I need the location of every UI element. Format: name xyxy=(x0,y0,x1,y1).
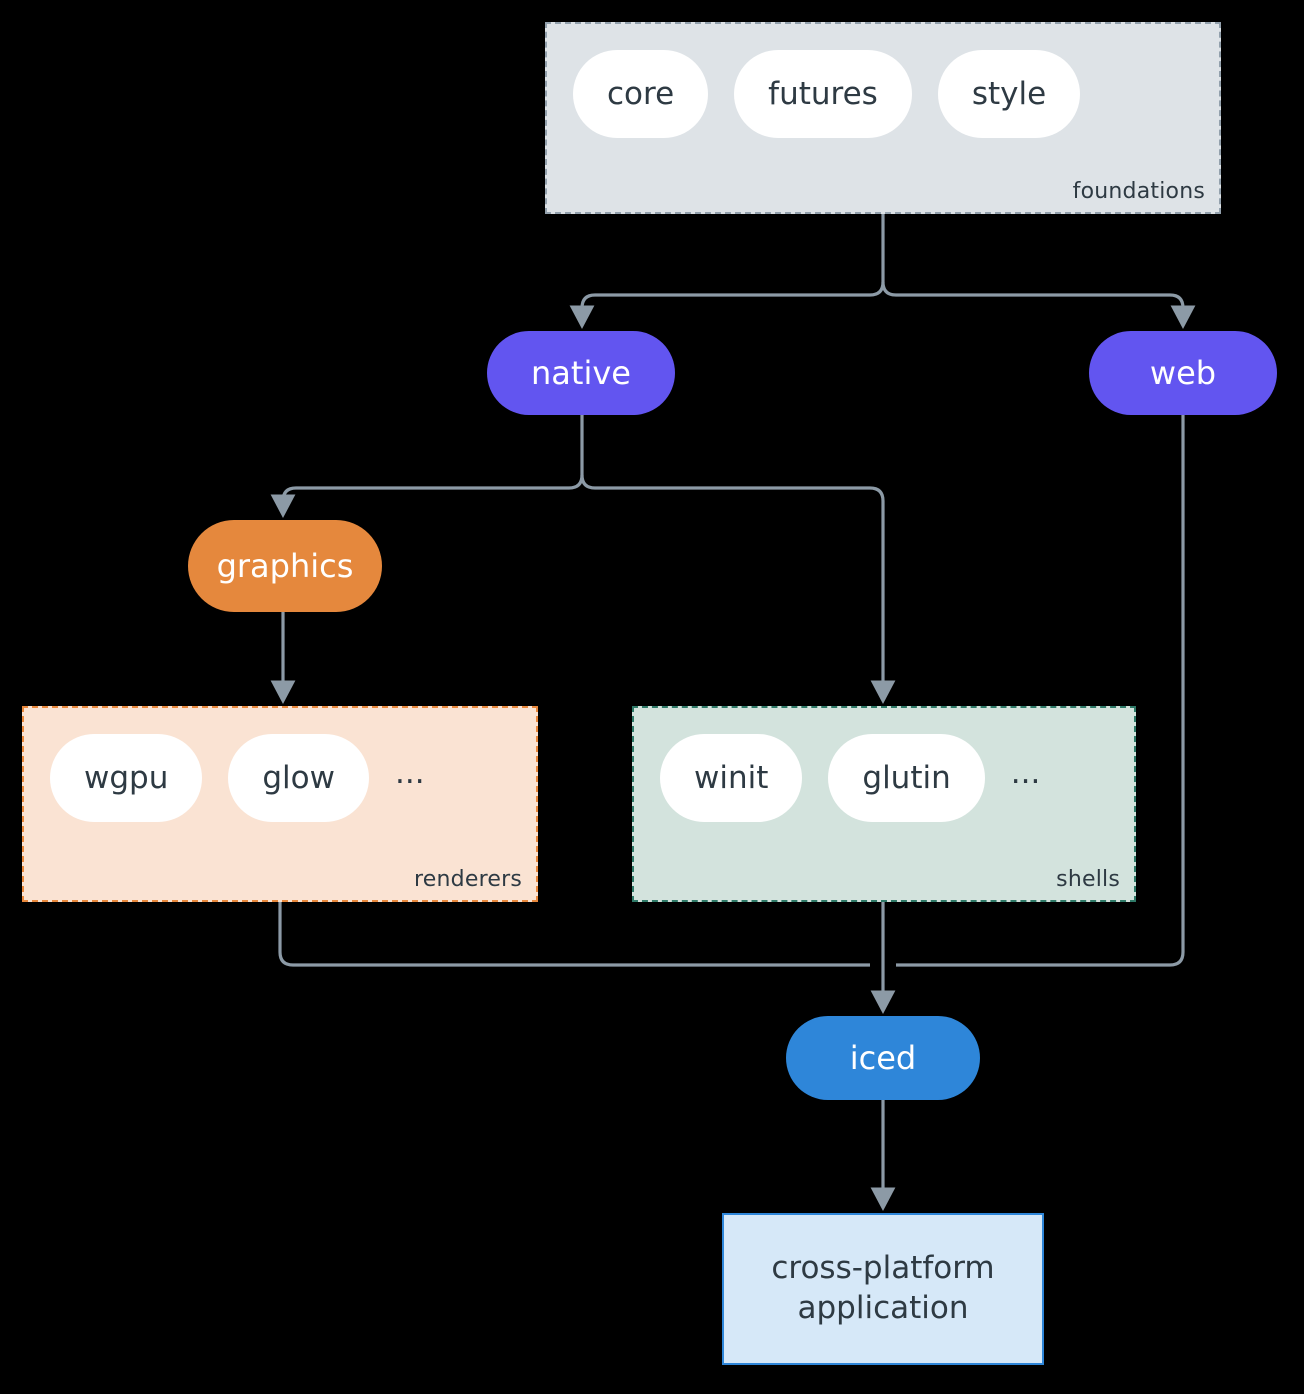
chip-style[interactable]: style xyxy=(937,50,1081,138)
edge-foundations-to-native xyxy=(569,281,885,330)
edge-native-to-graphics xyxy=(270,474,584,519)
chip-glow[interactable]: glow xyxy=(228,734,369,822)
node-web[interactable]: web xyxy=(1089,331,1277,415)
group-foundations: core futures style foundations xyxy=(545,22,1221,214)
node-iced[interactable]: iced xyxy=(786,1016,980,1100)
chip-core[interactable]: core xyxy=(573,50,709,138)
shells-chip-list: winit glutin ... xyxy=(660,734,1040,822)
edge-foundations-to-web xyxy=(881,281,1196,330)
shells-ellipsis: ... xyxy=(1010,754,1041,791)
group-renderers: wgpu glow ... renderers xyxy=(22,706,538,902)
node-native[interactable]: native xyxy=(487,331,675,415)
node-graphics[interactable]: graphics xyxy=(188,520,382,612)
group-shells: winit glutin ... shells xyxy=(632,706,1136,902)
application-line-1: cross-platform xyxy=(771,1250,995,1287)
edge-native-to-shells xyxy=(580,474,896,705)
foundations-chip-list: core futures style xyxy=(573,50,1081,138)
group-label-foundations: foundations xyxy=(1072,179,1205,204)
renderers-chip-list: wgpu glow ... xyxy=(50,734,425,822)
renderers-ellipsis: ... xyxy=(394,754,425,791)
chip-futures[interactable]: futures xyxy=(734,50,912,138)
group-label-shells: shells xyxy=(1056,867,1120,892)
node-cross-platform-application[interactable]: cross-platform application xyxy=(722,1213,1044,1365)
chip-winit[interactable]: winit xyxy=(660,734,803,822)
group-label-renderers: renderers xyxy=(414,867,522,892)
chip-glutin[interactable]: glutin xyxy=(828,734,985,822)
application-line-2: application xyxy=(797,1290,969,1326)
chip-wgpu[interactable]: wgpu xyxy=(50,734,203,822)
edge-renderers-to-iced xyxy=(278,902,870,967)
